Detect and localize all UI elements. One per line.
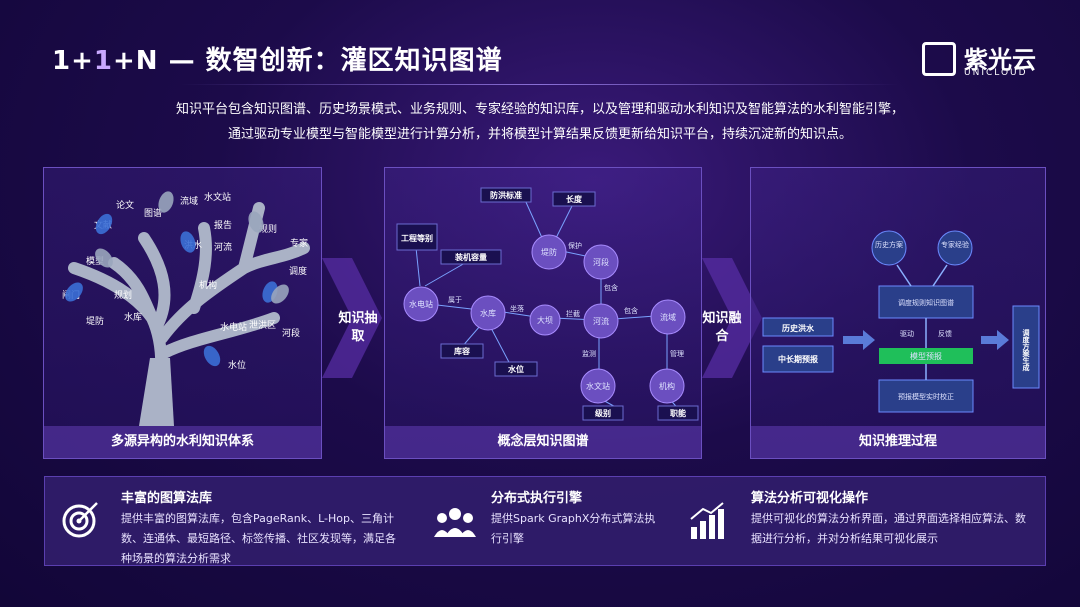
leaf-3: 水文站 xyxy=(204,191,231,203)
edge-include: 包含 xyxy=(604,283,618,292)
concept-graph: 水电站 水库 大坝 河流 流域 堤防 河段 水文站 机构 工程等别 防洪标准 长… xyxy=(396,187,699,421)
box-flood-std: 防洪标准 xyxy=(490,190,522,200)
leaf-5: 报告 xyxy=(214,219,232,231)
knowledge-tree: 论文 图谱 流域 水文站 文献 报告 河流 洪水 专家 规则 模型 机构 调度 … xyxy=(62,191,310,426)
box-capacity: 装机容量 xyxy=(454,252,487,262)
feedback-label: 反馈 xyxy=(938,329,952,338)
edge-belongs: 属于 xyxy=(448,296,462,304)
feature-title: 分布式执行引擎 xyxy=(491,491,583,506)
team-icon xyxy=(433,505,477,539)
feature-title: 算法分析可视化操作 xyxy=(751,491,869,506)
box-duty: 职能 xyxy=(670,408,686,418)
leaf-11: 机构 xyxy=(199,279,217,291)
leaf-2: 流域 xyxy=(180,195,198,207)
edge-protect: 保护 xyxy=(568,241,582,250)
history-plan-label: 历史方案 xyxy=(875,240,903,249)
feature-text: 提供Spark GraphX分布式算法执行引擎 xyxy=(491,512,656,545)
panel-knowledge-system: 论文 图谱 流域 水文站 文献 报告 河流 洪水 专家 规则 模型 机构 调度 … xyxy=(43,167,322,459)
extract-label: 知识抽取 xyxy=(338,311,378,344)
edge-contains: 包含 xyxy=(624,306,638,315)
target-icon xyxy=(61,499,101,539)
node-basin: 流域 xyxy=(660,312,676,322)
node-hydro: 水电站 xyxy=(409,299,433,309)
node-dam: 大坝 xyxy=(537,315,553,325)
panel-caption: 知识推理过程 xyxy=(751,426,1045,458)
leaf-20: 水位 xyxy=(228,359,246,371)
node-dike: 堤防 xyxy=(541,247,557,257)
chevron-arrow-icon xyxy=(702,258,762,378)
feature-text: 提供丰富的图算法库，包含PageRank、L-Hop、三角计数、连通体、最短路径… xyxy=(121,512,396,565)
mid-long-label: 中长期预报 xyxy=(778,354,818,364)
node-station: 水文站 xyxy=(586,381,610,391)
panel-reasoning: 历史方案 专家经验 调度规则知识图谱 模型预报 预报模型实时校正 驱动 反馈 历… xyxy=(750,167,1046,459)
leaf-6: 河流 xyxy=(214,241,232,253)
description-line-2: 通过驱动专业模型与智能模型进行计算分析，并将模型计算结果反馈更新给知识平台，持续… xyxy=(227,127,852,142)
leaf-8: 专家 xyxy=(290,237,308,249)
leaf-12: 调度 xyxy=(289,265,307,277)
fuse-label: 知识融合 xyxy=(702,311,742,344)
edge-located: 坐落 xyxy=(510,304,524,313)
rules-label: 调度规则知识图谱 xyxy=(898,298,954,307)
reasoning-diagram: 历史方案 专家经验 调度规则知识图谱 模型预报 预报模型实时校正 驱动 反馈 历… xyxy=(762,230,1040,413)
leaf-13: 规划 xyxy=(114,289,132,301)
chevron-arrow-icon xyxy=(322,258,382,378)
node-river: 河流 xyxy=(593,316,609,326)
feature-text: 提供可视化的算法分析界面，通过界面选择相应算法、数据进行分析，并对分析结果可视化… xyxy=(751,512,1026,545)
unicloud-logo: 紫光云 UNICLOUD xyxy=(922,42,1052,82)
box-water-level: 水位 xyxy=(507,364,524,374)
panel-caption: 多源异构的水利知识体系 xyxy=(44,426,321,458)
node-reservoir: 水库 xyxy=(480,308,496,318)
page-title: 1+1+N — 数智创新：灌区知识图谱 xyxy=(52,46,503,76)
description: 知识平台包含知识图谱、历史场景模式、业务规则、专家经验的知识库，以及管理和驱动水… xyxy=(60,97,1020,147)
leaf-18: 堤防 xyxy=(86,315,104,327)
node-org: 机构 xyxy=(659,381,675,391)
box-length: 长度 xyxy=(566,194,583,204)
logo-mark-icon xyxy=(922,42,956,76)
description-line-1: 知识平台包含知识图谱、历史场景模式、业务规则、专家经验的知识库，以及管理和驱动水… xyxy=(175,102,904,117)
edge-manage: 管理 xyxy=(670,349,684,358)
panel-caption: 概念层知识图谱 xyxy=(385,426,701,458)
box-level: 级别 xyxy=(594,408,611,418)
edge-intercept: 拦截 xyxy=(566,309,580,318)
divider xyxy=(180,84,900,85)
leaf-19: 河段 xyxy=(282,327,300,339)
logo-en: UNICLOUD xyxy=(964,68,1028,78)
model-forecast-bar xyxy=(879,348,973,364)
leaf-0: 论文 xyxy=(116,199,134,211)
hist-flood-label: 历史洪水 xyxy=(782,323,815,333)
box-grade: 工程等别 xyxy=(401,233,433,243)
output-label: 调度方案生成 xyxy=(1022,328,1031,372)
leaf-14: 水库 xyxy=(124,311,142,323)
box-storage: 库容 xyxy=(454,346,470,356)
node-reach: 河段 xyxy=(593,257,609,267)
leaf-1: 图谱 xyxy=(144,207,162,219)
leaf-17: 泄洪区 xyxy=(249,319,276,331)
chart-growth-icon xyxy=(689,501,727,541)
forecast-model-label: 预报模型实时校正 xyxy=(898,392,954,401)
panel-concept-graph: 水电站 水库 大坝 河流 流域 堤防 河段 水文站 机构 工程等别 防洪标准 长… xyxy=(384,167,702,459)
expert-label: 专家经验 xyxy=(941,240,969,249)
features-bar: 丰富的图算法库 提供丰富的图算法库，包含PageRank、L-Hop、三角计数、… xyxy=(44,476,1046,566)
drive-label: 驱动 xyxy=(900,329,914,338)
edge-monitor: 监测 xyxy=(582,349,596,358)
logo-cn: 紫光云 xyxy=(964,46,1036,74)
leaf-16: 水电站 xyxy=(220,321,247,333)
model-forecast-label: 模型预报 xyxy=(910,351,942,361)
leaf-10: 模型 xyxy=(86,256,104,267)
feature-title: 丰富的图算法库 xyxy=(121,491,213,506)
